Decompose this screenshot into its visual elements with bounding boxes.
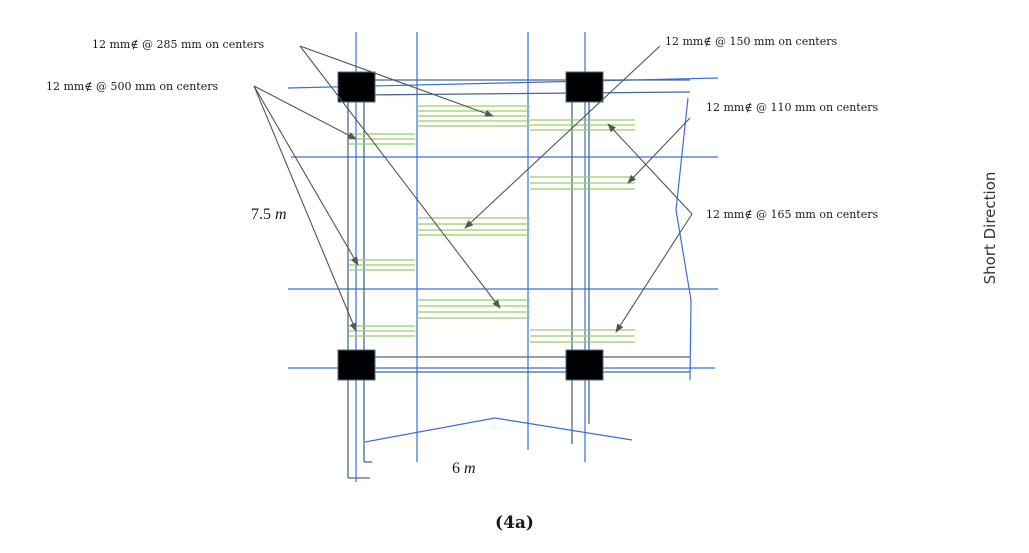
dimension-long-span-unit: m — [464, 460, 476, 477]
leader-arrow — [627, 117, 691, 184]
rebar-group — [530, 176, 635, 190]
rebar-group — [349, 325, 415, 337]
column — [565, 349, 604, 381]
leader-arrow — [253, 85, 357, 140]
column — [337, 71, 376, 103]
leader-arrow — [299, 45, 501, 309]
figure-caption: (4a) — [495, 513, 534, 533]
columns — [337, 71, 604, 381]
rebar-group — [349, 259, 415, 271]
annotation-rebar-165: 12 mm∉ @ 165 mm on centers — [706, 208, 879, 221]
grid-bottom-line — [364, 417, 633, 443]
dimension-long-span: 6 m — [452, 460, 476, 478]
short-direction-label: Short Direction — [981, 171, 999, 285]
leader-arrow — [253, 85, 357, 332]
dimension-short-span-unit: m — [275, 206, 287, 223]
beam-lines — [347, 79, 691, 479]
annotation-rebar-285: 12 mm∉ @ 285 mm on centers — [92, 38, 265, 51]
column — [337, 349, 376, 381]
leader-arrow — [299, 45, 494, 117]
rebar-group — [349, 133, 415, 145]
dimension-long-span-value: 6 — [452, 460, 460, 477]
leader-arrow — [253, 85, 359, 266]
annotation-rebar-500: 12 mm∉ @ 500 mm on centers — [46, 80, 219, 93]
leader-arrows — [253, 45, 693, 333]
rebar-group — [417, 299, 530, 319]
rebar-group — [417, 105, 530, 127]
annotation-rebar-110: 12 mm∉ @ 110 mm on centers — [706, 101, 879, 114]
rebar-groups — [349, 105, 635, 343]
dimension-short-span: 7.5 m — [251, 206, 287, 224]
leader-arrow — [615, 213, 693, 333]
rebar-group — [530, 119, 635, 131]
grid-skewed-line — [675, 97, 692, 381]
dimension-short-span-value: 7.5 — [251, 206, 271, 223]
leader-arrow — [607, 123, 693, 215]
rebar-group — [530, 329, 635, 343]
annotation-rebar-150: 12 mm∉ @ 150 mm on centers — [665, 35, 838, 48]
column — [565, 71, 604, 103]
leader-arrow — [464, 45, 661, 229]
rebar-group — [417, 217, 530, 236]
